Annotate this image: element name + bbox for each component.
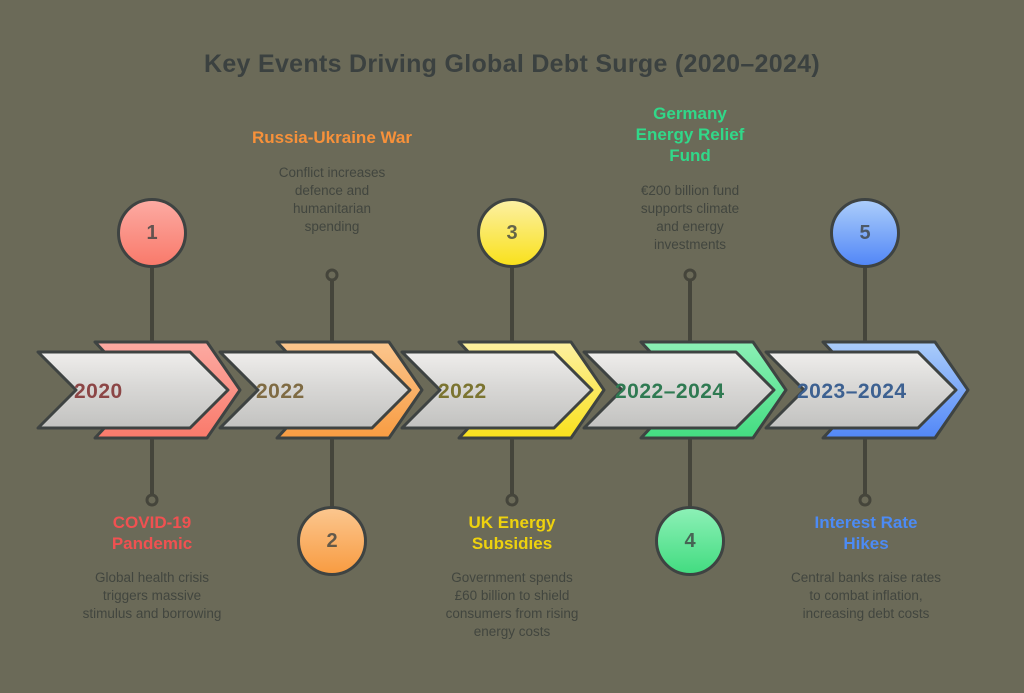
- milestone-circle-2: 2: [297, 506, 367, 576]
- event-description: Conflict increases defence and humanitar…: [278, 165, 386, 234]
- arrow-segment-5: [764, 350, 958, 430]
- event-description: Central banks raise rates to combat infl…: [790, 570, 942, 621]
- event-label-uk-energy: UK Energy Subsidies Government spends £6…: [442, 512, 582, 641]
- milestone-number: 1: [146, 221, 158, 244]
- connector-dot: [858, 493, 872, 507]
- event-description: Government spends £60 billion to shield …: [445, 570, 579, 639]
- event-label-germany-fund: Germany Energy Relief Fund €200 billion …: [624, 103, 756, 254]
- connectors: [145, 266, 872, 510]
- event-title: Interest Rate Hikes: [814, 513, 918, 553]
- event-label-russia-ukraine: Russia-Ukraine War Conflict increases de…: [252, 127, 412, 236]
- event-description: Global health crisis triggers massive st…: [82, 570, 222, 621]
- milestone-number: 5: [859, 221, 871, 244]
- year-label: 2023–2024: [797, 380, 907, 403]
- milestone-circle-4: 4: [655, 506, 725, 576]
- event-title: COVID-19 Pandemic: [111, 513, 193, 553]
- year-labels: 2020 2022 2022 2022–2024 2023–2024: [74, 380, 907, 403]
- year-label: 2020: [74, 380, 123, 403]
- arrow-segment-4: [582, 350, 776, 430]
- year-label: 2022: [438, 380, 487, 403]
- year-label: 2022: [256, 380, 305, 403]
- connector-dot: [505, 493, 519, 507]
- connector-dot: [683, 268, 697, 282]
- event-label-covid: COVID-19 Pandemic Global health crisis t…: [77, 512, 227, 623]
- milestone-number: 4: [684, 529, 696, 552]
- page-title: Key Events Driving Global Debt Surge (20…: [203, 50, 820, 78]
- arrow-segment-1: [36, 350, 230, 430]
- connector-dot: [325, 268, 339, 282]
- connector-dot: [145, 493, 159, 507]
- event-title: Germany Energy Relief Fund: [635, 104, 745, 165]
- timeline-arrows: [36, 350, 958, 430]
- milestone-circle-1: 1: [117, 198, 187, 268]
- arrow-segment-2: [218, 350, 412, 430]
- event-label-interest-rates: Interest Rate Hikes Central banks raise …: [789, 512, 944, 623]
- milestone-number: 2: [326, 529, 338, 552]
- milestone-circle-5: 5: [830, 198, 900, 268]
- arrow-segment-3: [400, 350, 594, 430]
- event-description: €200 billion fund supports climate and e…: [640, 183, 740, 252]
- event-title: UK Energy Subsidies: [468, 513, 556, 553]
- milestone-number: 3: [506, 221, 518, 244]
- event-title: Russia-Ukraine War: [252, 128, 412, 147]
- milestone-circle-3: 3: [477, 198, 547, 268]
- year-label: 2022–2024: [615, 380, 725, 403]
